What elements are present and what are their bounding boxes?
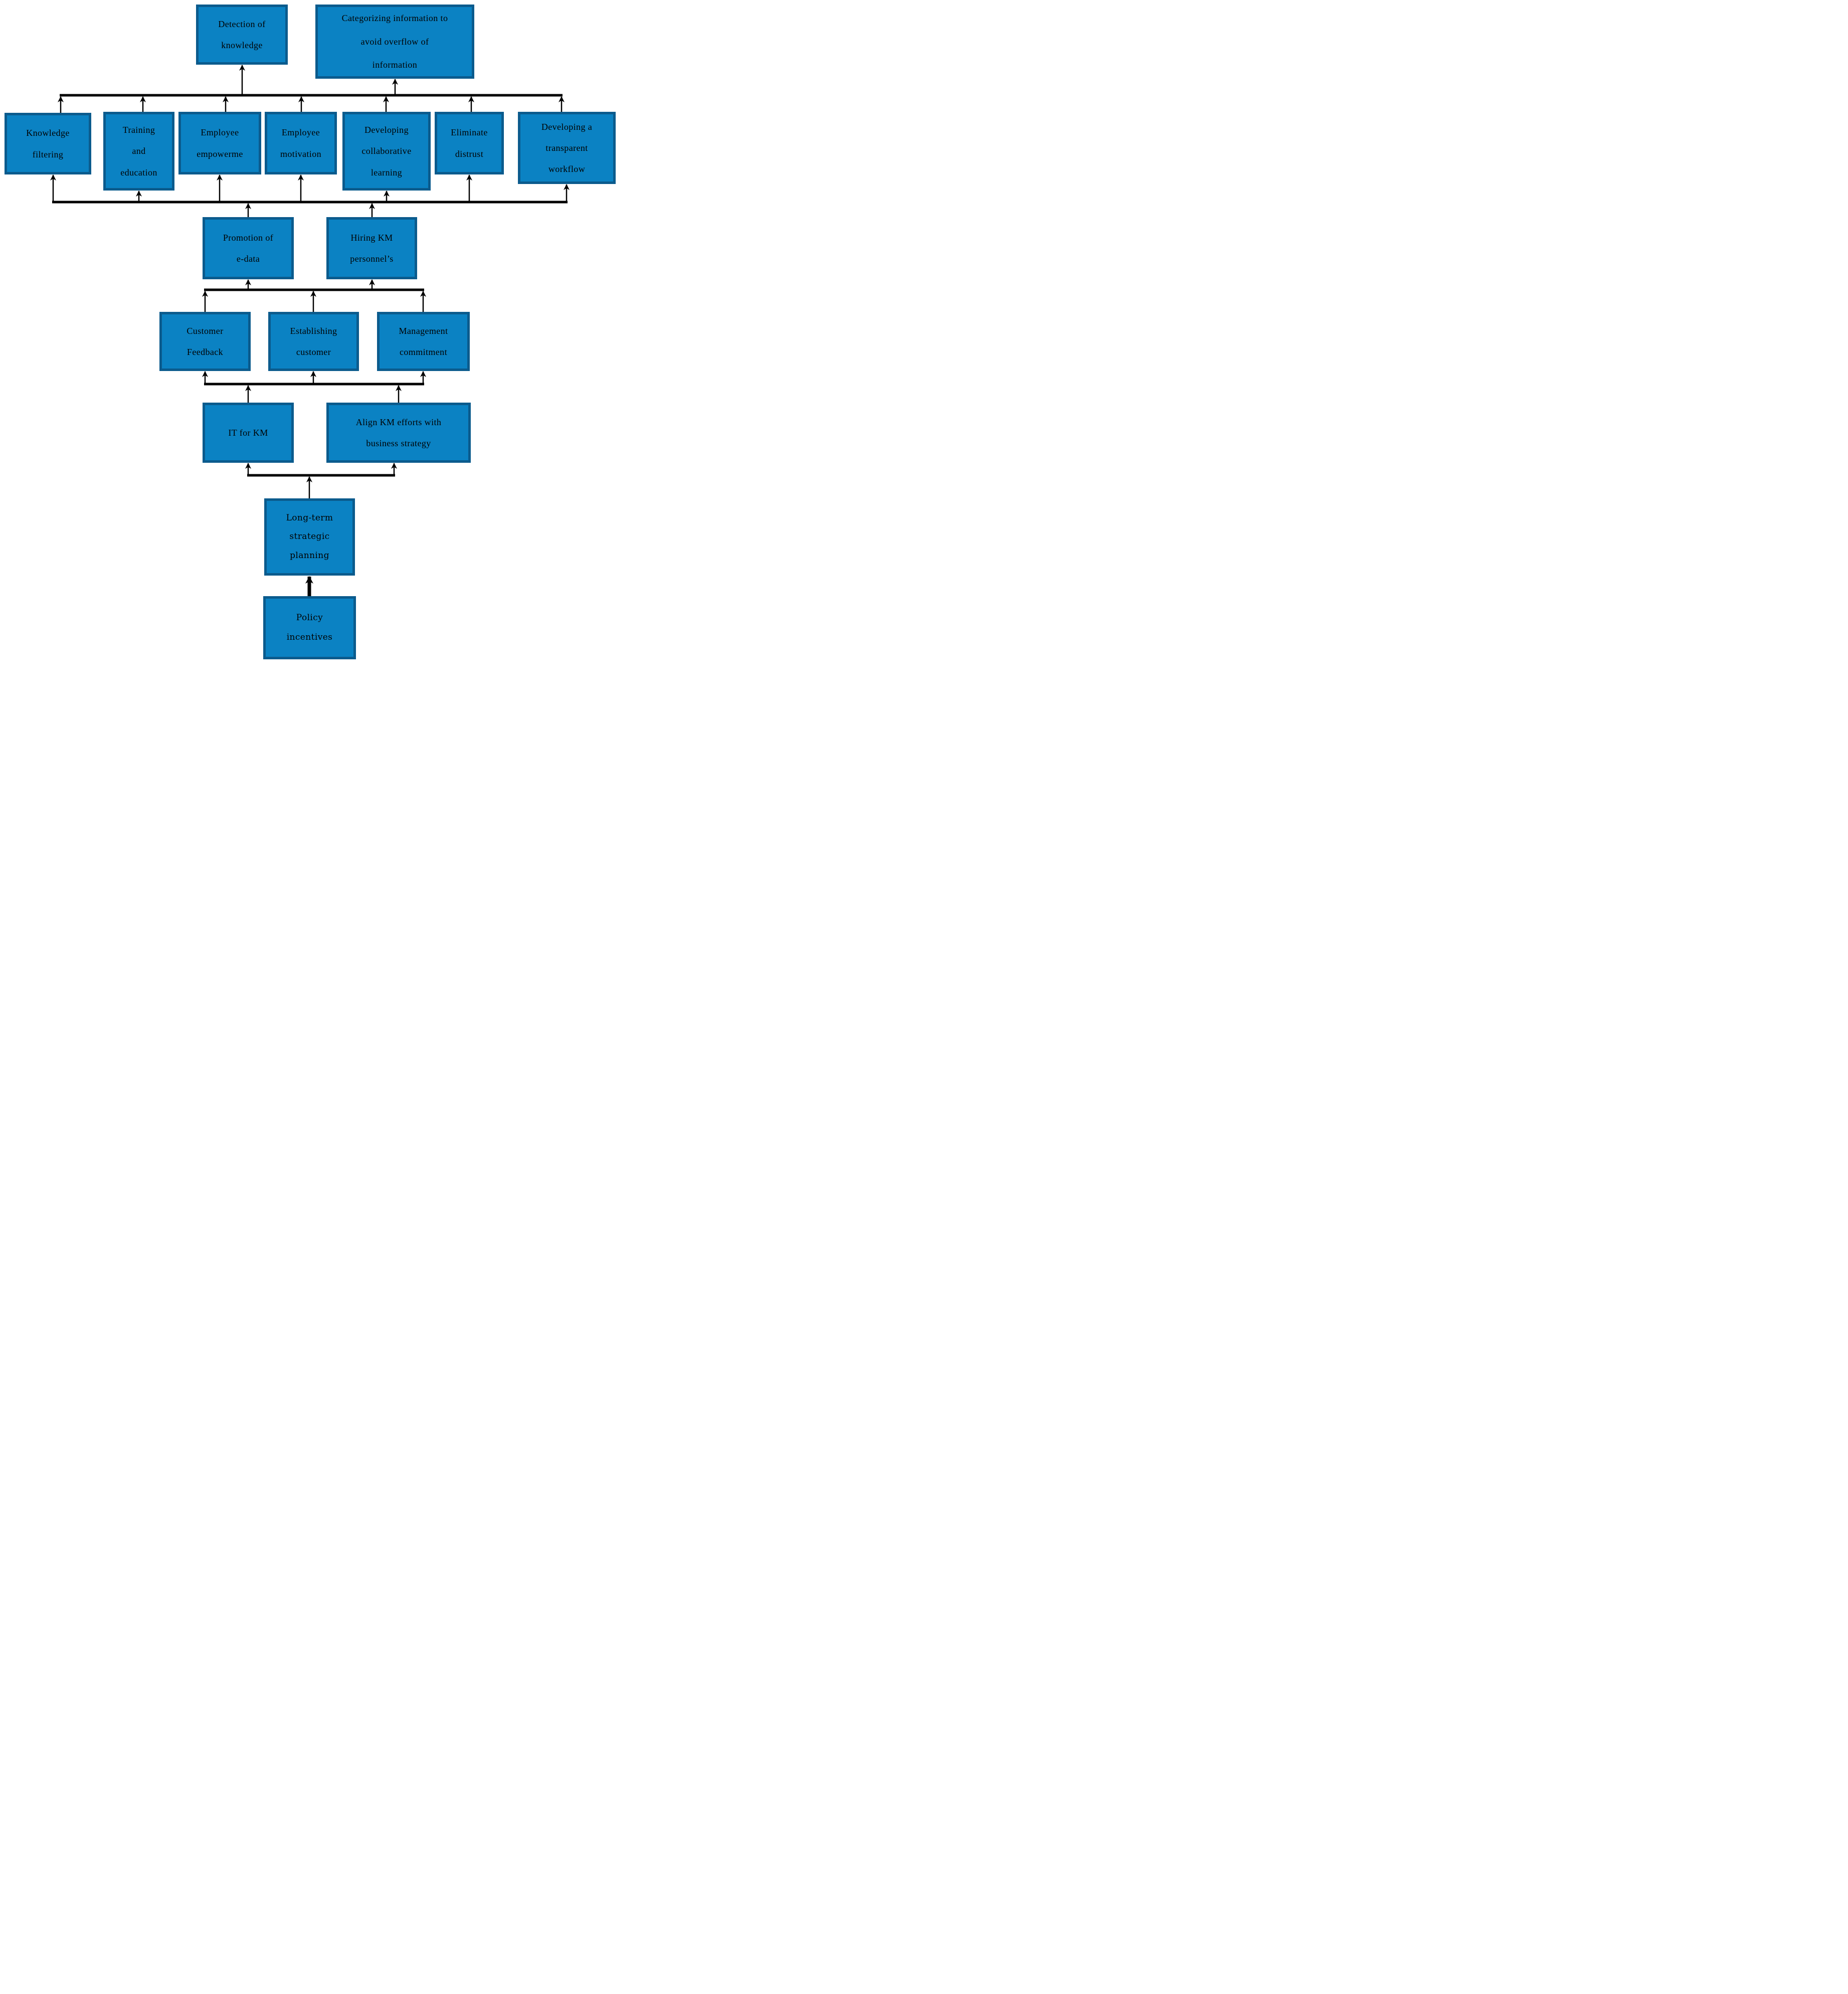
node-label: Align KM efforts with business strategy <box>355 417 442 448</box>
node-label: Detection of knowledge <box>218 19 266 50</box>
arrows-row4-to-bus3 <box>202 291 426 312</box>
km-flowchart-canvas: Detection of knowledge Categorizing info… <box>0 0 616 665</box>
node-label: Policy incentives <box>286 612 333 642</box>
node-promotion-of-e-data: Promotion of e-data <box>203 217 294 279</box>
node-label: Promotion of e-data <box>223 232 274 264</box>
arrows-row5-to-bus4 <box>245 385 402 403</box>
node-label: Knowledge filtering <box>26 128 70 159</box>
node-label: Training and education <box>120 125 157 177</box>
node-eliminate-distrust: Eliminate distrust <box>435 112 504 174</box>
node-customer-feedback: Customer Feedback <box>159 312 251 371</box>
node-detection-of-knowledge: Detection of knowledge <box>196 5 288 65</box>
arrows-row3-to-bus2 <box>245 203 375 217</box>
arrows-bus4-to-row4 <box>202 371 426 384</box>
node-employee-motivation: Employee motivation <box>265 112 337 174</box>
node-categorizing-information: Categorizing information to avoid overfl… <box>315 5 474 79</box>
node-establishing-customer: Establishing customer <box>268 312 359 371</box>
arrows-bus2-to-row2 <box>50 174 570 202</box>
arrows-topbus-to-row1 <box>239 65 398 95</box>
node-knowledge-filtering: Knowledge filtering <box>5 113 91 174</box>
node-label: Long-term strategic planning <box>286 512 333 561</box>
node-label: Establishing customer <box>290 325 337 357</box>
node-label: IT for KM <box>228 427 268 438</box>
node-management-commitment: Management commitment <box>377 312 470 371</box>
connector-layer <box>50 65 570 596</box>
bus-lines <box>52 94 568 477</box>
node-label: Employee motivation <box>280 127 321 159</box>
arrows-bus3-to-row3 <box>245 279 375 290</box>
node-label: Customer Feedback <box>187 325 224 357</box>
node-label: Hiring KM personnel’s <box>350 232 394 264</box>
arrows-row2-to-topbus <box>58 96 565 113</box>
node-developing-collaborative-learning: Developing collaborative learning <box>342 112 431 191</box>
node-developing-transparent-workflow: Developing a transparent workflow <box>518 112 616 184</box>
node-label: Categorizing information to avoid overfl… <box>341 13 448 70</box>
node-label: Management commitment <box>399 325 448 357</box>
node-label: Employee empowerme <box>197 127 243 159</box>
node-employee-empowerme: Employee empowerme <box>178 112 261 174</box>
node-label: Developing a transparent workflow <box>541 121 593 174</box>
arrows-bus5-to-row5 <box>245 463 397 475</box>
node-long-term-strategic-planning: Long-term strategic planning <box>264 498 355 576</box>
node-training-and-education: Training and education <box>103 112 174 191</box>
node-it-for-km: IT for KM <box>203 403 294 463</box>
node-label: Developing collaborative learning <box>361 125 412 177</box>
node-hiring-km-personnels: Hiring KM personnel’s <box>326 217 417 279</box>
node-policy-incentives: Policy incentives <box>263 596 356 659</box>
node-label: Eliminate distrust <box>451 127 488 159</box>
node-align-km-efforts: Align KM efforts with business strategy <box>326 403 471 463</box>
